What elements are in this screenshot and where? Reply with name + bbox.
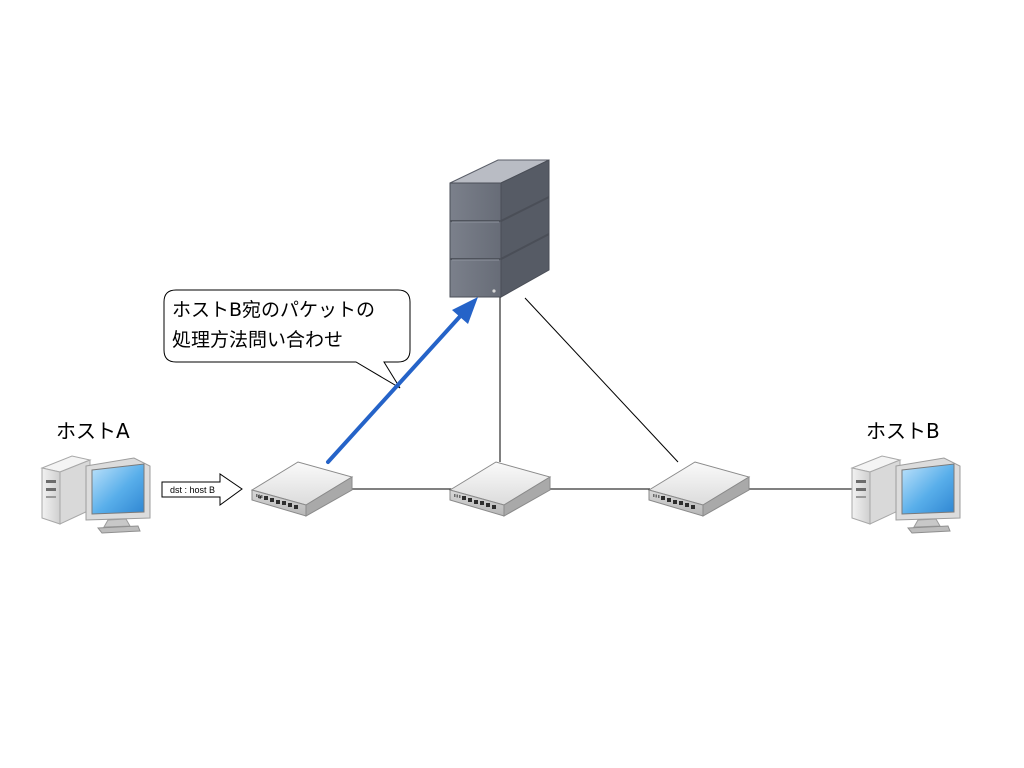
host-b-label: ホストB	[866, 419, 940, 443]
callout-line-1: ホストB宛のパケットの	[172, 299, 375, 321]
pc-icon[interactable]	[40, 455, 151, 534]
callout-line-2: 処理方法問い合わせ	[172, 329, 343, 351]
switch-icon[interactable]	[448, 461, 552, 517]
switch-icon[interactable]	[647, 461, 751, 517]
pc-icon[interactable]	[850, 455, 961, 534]
inquiry-arrow	[326, 297, 478, 464]
server-icon[interactable]	[449, 159, 550, 298]
packet-label: dst : host B	[170, 485, 215, 495]
callout-bubble: ホストB宛のパケットの 処理方法問い合わせ	[163, 289, 411, 389]
packet-arrow: dst : host B	[161, 473, 243, 506]
host-a-label: ホストA	[56, 419, 130, 443]
switch-icon[interactable]	[250, 461, 354, 517]
link-controller-switch3	[524, 297, 679, 463]
links	[350, 297, 862, 490]
